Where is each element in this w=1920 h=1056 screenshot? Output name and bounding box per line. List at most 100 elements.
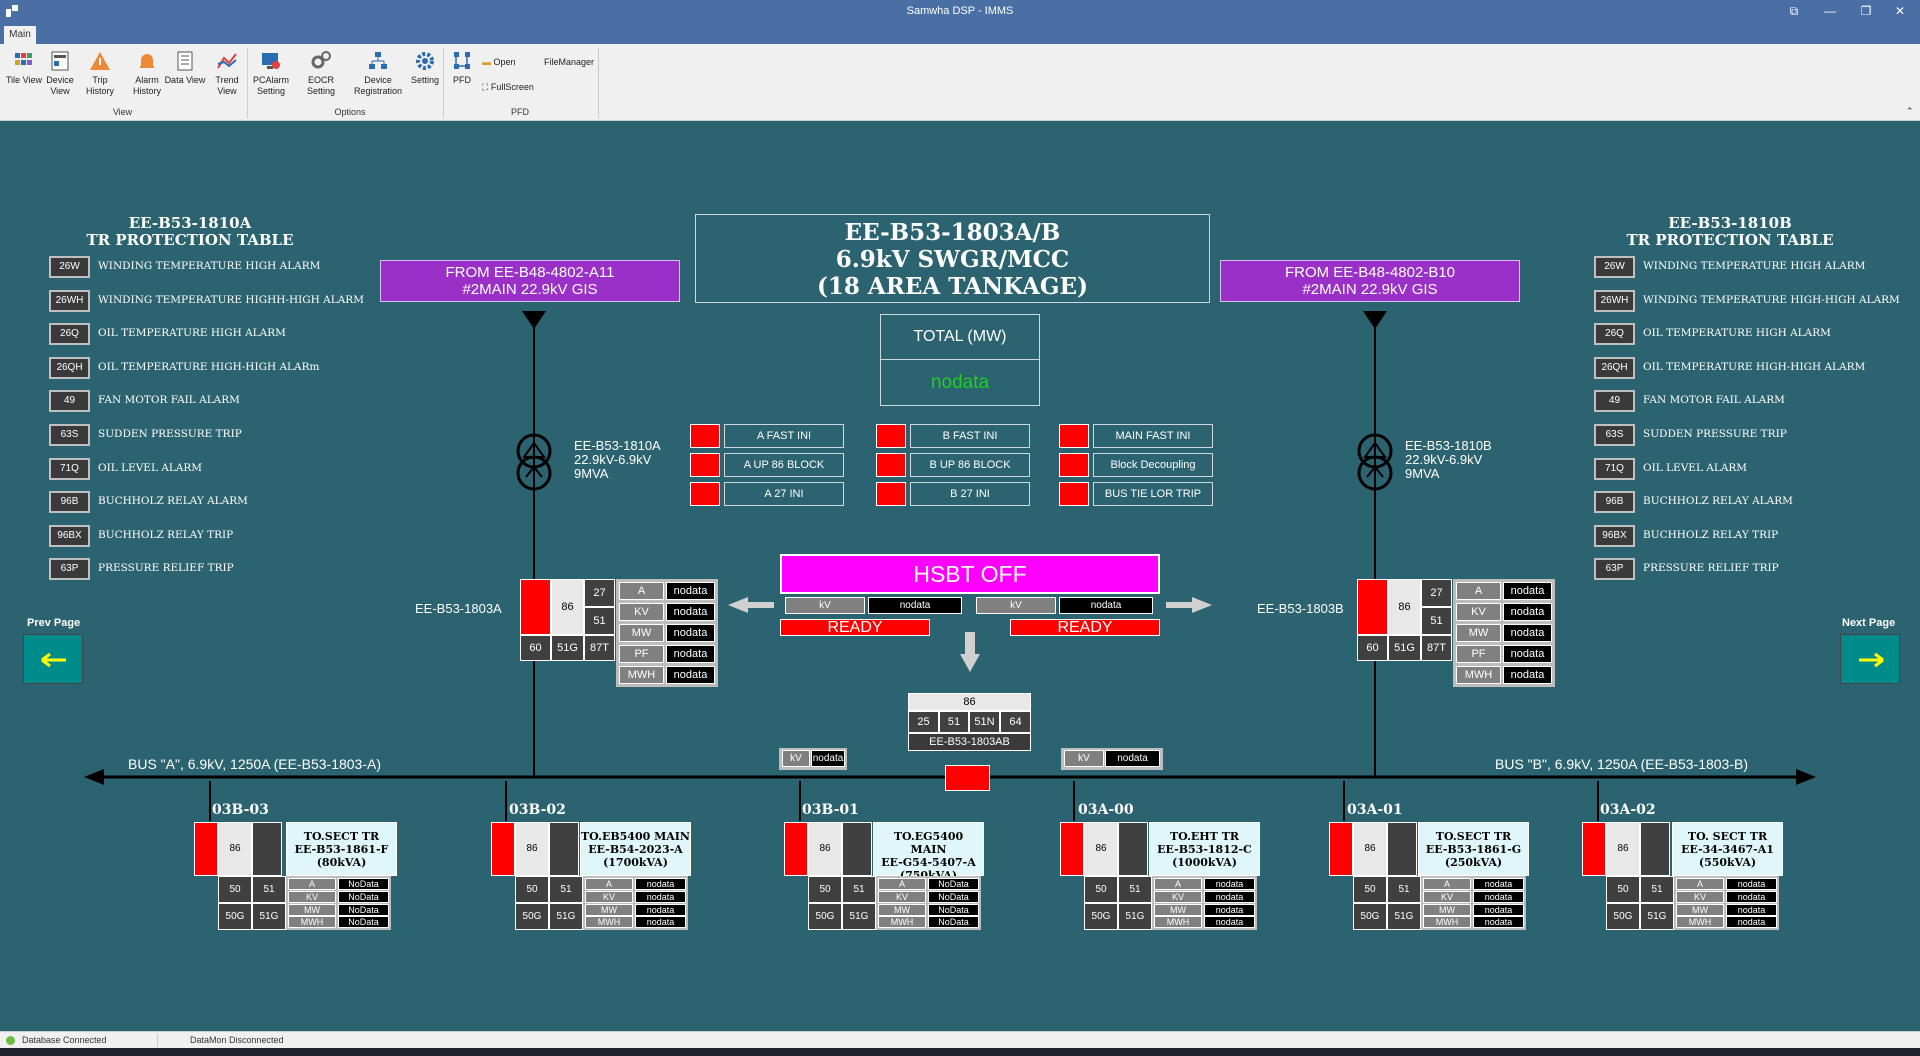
tie-breaker-status[interactable] xyxy=(945,765,990,791)
feeder-lockout xyxy=(1387,822,1417,876)
maximize-button[interactable]: ❐ xyxy=(1860,4,1872,18)
pfd-button[interactable]: PFD xyxy=(450,50,474,86)
right-prot-desc: WINDING TEMPERATURE HIGH-HIGH ALARM xyxy=(1643,293,1900,306)
status-bar: Database Connected DataMon Disconnected xyxy=(0,1031,1920,1048)
feed-b-line1: FROM EE-B48-4802-B10 xyxy=(1284,264,1456,281)
feeder-relay: 51G xyxy=(842,903,876,930)
left-prot-desc: BUCHHOLZ RELAY TRIP xyxy=(98,528,234,541)
right-prot-desc: OIL TEMPERATURE HIGH-HIGH ALARM xyxy=(1643,360,1866,373)
prev-page-button[interactable] xyxy=(23,634,83,684)
close-button[interactable]: ✕ xyxy=(1894,4,1906,18)
feeder-meter-value: nodata xyxy=(635,878,686,890)
feeder-meter-label: MWH xyxy=(1423,916,1471,929)
feeder-lockout xyxy=(1640,822,1670,876)
data-view-button[interactable]: Data View xyxy=(163,50,207,86)
feeder-breaker-status[interactable] xyxy=(1060,822,1084,876)
arrow-left-icon xyxy=(41,652,66,668)
tr-b-label[interactable]: EE-B53-1810B 22.9kV-6.9kV 9MVA xyxy=(1405,439,1492,481)
feeder-86: 86 xyxy=(1606,822,1640,876)
left-prot-code: 63S xyxy=(49,424,90,446)
pfd-icon xyxy=(454,52,470,69)
trip-history-icon xyxy=(90,52,110,70)
feeder-relay: 51G xyxy=(1118,903,1152,930)
taskbar xyxy=(0,1048,1920,1056)
feeder-meter-value: nodata xyxy=(1726,903,1777,916)
feeder-meter-value: NoData xyxy=(928,890,979,903)
right-prot-code: 63P xyxy=(1594,558,1635,581)
bus-a-kv-label: kV xyxy=(782,750,810,767)
eocr-setting-label: EOCR Setting xyxy=(306,75,336,96)
tile-view-button[interactable]: Tile View xyxy=(2,50,46,86)
tr-a-line1: EE-B53-1810A xyxy=(574,438,661,453)
feed-a-box[interactable]: FROM EE-B48-4802-A11 #2MAIN 22.9kV GIS xyxy=(380,260,680,302)
feeder-breaker-status[interactable] xyxy=(784,822,808,876)
meter-value: nodata xyxy=(1503,645,1552,663)
indicator-lamp xyxy=(1059,482,1089,506)
feed-b-box[interactable]: FROM EE-B48-4802-B10 #2MAIN 22.9kV GIS xyxy=(1220,260,1520,302)
meter-label: PF xyxy=(1456,645,1501,663)
open-button[interactable]: ▬ Open xyxy=(482,57,516,67)
device-registration-button[interactable]: Device Registration xyxy=(353,50,403,97)
indicator-label: B 27 INI xyxy=(910,482,1030,506)
breaker-b-status[interactable] xyxy=(1357,579,1388,635)
hsbt-b-kv-label: kV xyxy=(976,597,1056,614)
restore-layout-button[interactable]: ⧉ xyxy=(1789,4,1799,18)
bus-b-label: BUS "B", 6.9kV, 1250A (EE-B53-1803-B) xyxy=(1495,756,1749,772)
device-registration-icon xyxy=(369,52,387,69)
right-prot-code: 71Q xyxy=(1594,457,1635,480)
tab-main[interactable]: Main xyxy=(4,26,36,44)
feeder-destination-line: TO.SECT TR xyxy=(1435,830,1512,843)
left-prot-code: 26Q xyxy=(49,323,90,346)
feeder-relay: 51 xyxy=(842,876,876,903)
indicator-lamp xyxy=(876,482,906,506)
hsbt-status[interactable]: HSBT OFF xyxy=(780,554,1160,594)
setting-button[interactable]: Setting xyxy=(400,50,450,86)
feeder-breaker-status[interactable] xyxy=(194,822,218,876)
alarm-history-button[interactable]: Alarm History xyxy=(125,50,169,97)
pcalarm-setting-button[interactable]: PCAlarm Setting xyxy=(248,50,294,97)
breaker-b-86: 86 xyxy=(1388,579,1421,635)
feeder-breaker-status[interactable] xyxy=(1582,822,1606,876)
feeder-relay: 50 xyxy=(1084,876,1118,903)
feeder-relay: 50 xyxy=(1353,876,1387,903)
feeder-destination-line: EE-B53-1861-G xyxy=(1425,843,1522,856)
right-table-title2: TR PROTECTION TABLE xyxy=(1626,231,1834,249)
minimize-button[interactable]: — xyxy=(1824,4,1836,18)
filemanager-button[interactable]: FileManager xyxy=(544,57,595,67)
fullscreen-button[interactable]: ⛶ FullScreen xyxy=(482,82,534,93)
ribbon-separator xyxy=(443,48,444,118)
ribbon-tab-bar: Main xyxy=(0,22,1920,44)
pcalarm-setting-icon xyxy=(262,53,280,69)
meter-value: nodata xyxy=(666,582,715,600)
left-table-title1: EE-B53-1810A xyxy=(128,214,252,232)
feeder-breaker-status[interactable] xyxy=(1329,822,1353,876)
main-title-line1: EE-B53-1803A/B xyxy=(844,219,1061,246)
feeder-meter-value: nodata xyxy=(1473,890,1524,903)
breaker-a-27: 27 xyxy=(584,579,615,607)
eocr-setting-button[interactable]: EOCR Setting xyxy=(296,50,346,97)
feeder-destination-line: TO.EB5400 MAIN xyxy=(581,830,690,843)
feed-a-line2: #2MAIN 22.9kV GIS xyxy=(462,281,598,298)
trip-history-button[interactable]: Trip History xyxy=(78,50,122,97)
feeder-meter-value: NoData xyxy=(928,903,979,916)
feeder-meter-label: MWH xyxy=(288,916,336,929)
feeder-id: 03B-01 xyxy=(802,802,859,818)
meter-label: A xyxy=(1456,582,1501,600)
breaker-a-status[interactable] xyxy=(520,579,551,635)
tr-a-label[interactable]: EE-B53-1810A 22.9kV-6.9kV 9MVA xyxy=(574,439,661,481)
next-page-button[interactable] xyxy=(1840,634,1900,684)
feeder-breaker-status[interactable] xyxy=(491,822,515,876)
device-view-button[interactable]: Device View xyxy=(38,50,82,97)
feeder-meter-label: MW xyxy=(585,903,633,916)
meter-value: nodata xyxy=(1503,603,1552,621)
feeder-meter-value: nodata xyxy=(635,903,686,916)
collapse-ribbon-icon[interactable]: ⌃ xyxy=(1906,106,1914,116)
trend-view-button[interactable]: Trend View xyxy=(205,50,249,97)
trend-view-label: Trend View xyxy=(215,75,239,96)
